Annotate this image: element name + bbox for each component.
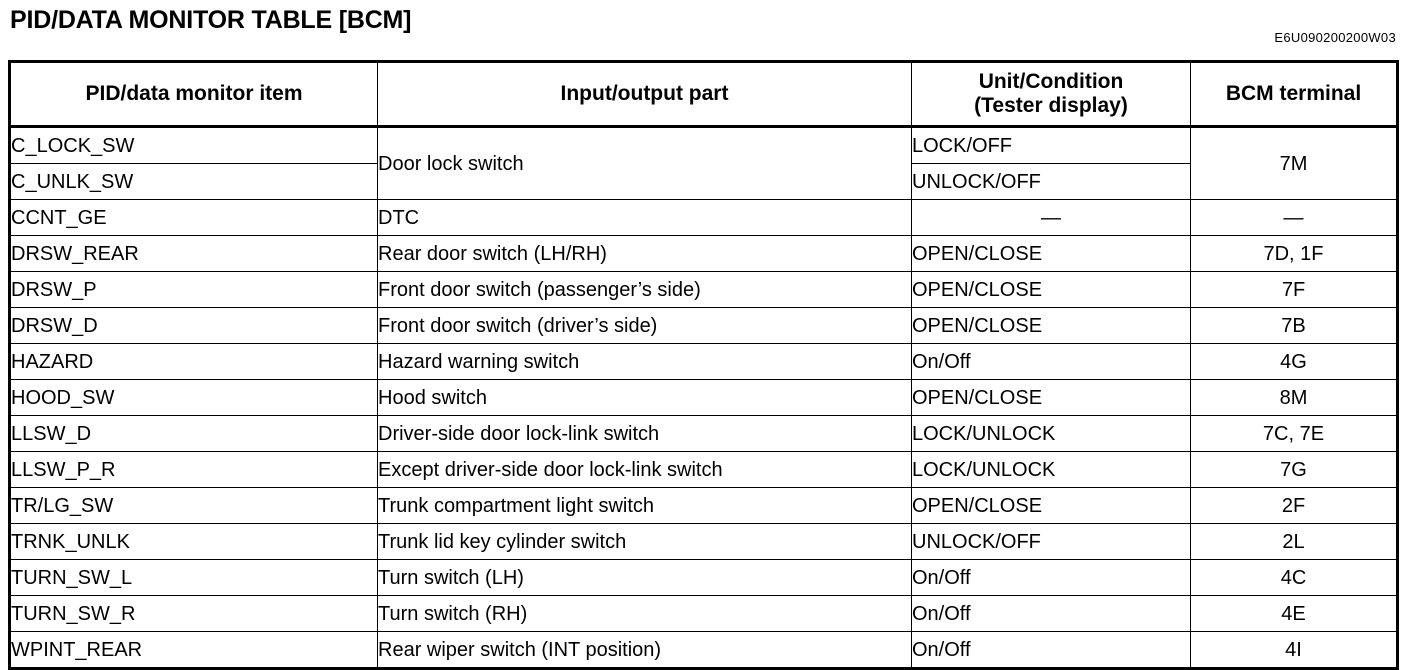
cell-pid-item: TURN_SW_L (9, 559, 378, 596)
cell-pid-item: LLSW_D (9, 415, 378, 452)
cell-bcm-terminal: 2F (1190, 487, 1398, 524)
column-header-unit-condition-line1: Unit/Condition (978, 70, 1124, 93)
cell-pid-item: TRNK_UNLK (9, 523, 378, 560)
page-title: PID/DATA MONITOR TABLE [BCM] (10, 6, 412, 34)
cell-pid-item: C_LOCK_SW (9, 126, 378, 164)
cell-pid-item: C_UNLK_SW (9, 163, 378, 200)
cell-bcm-terminal: 2L (1190, 523, 1398, 560)
cell-pid-item: CCNT_GE (9, 199, 378, 236)
cell-input-output-part: Door lock switch (377, 126, 912, 200)
cell-bcm-terminal: 7D, 1F (1190, 235, 1398, 272)
table-header-row: PID/data monitor item Input/output part … (9, 61, 1398, 128)
cell-unit-condition: LOCK/UNLOCK (911, 451, 1191, 488)
cell-unit-condition: On/Off (911, 595, 1191, 632)
cell-unit-condition: UNLOCK/OFF (911, 163, 1191, 200)
cell-pid-item: DRSW_D (9, 307, 378, 344)
cell-unit-condition: — (911, 199, 1191, 236)
cell-bcm-terminal: — (1190, 199, 1398, 236)
cell-bcm-terminal: 4E (1190, 595, 1398, 632)
cell-input-output-part: Hazard warning switch (377, 343, 912, 380)
cell-unit-condition: LOCK/OFF (911, 126, 1191, 164)
column-header-unit-condition: Unit/Condition (Tester display) (911, 61, 1191, 128)
cell-bcm-terminal: 7M (1190, 126, 1398, 200)
cell-bcm-terminal: 7G (1190, 451, 1398, 488)
cell-input-output-part: Hood switch (377, 379, 912, 416)
cell-bcm-terminal: 4I (1190, 631, 1398, 669)
cell-input-output-part: Trunk compartment light switch (377, 487, 912, 524)
cell-pid-item: DRSW_REAR (9, 235, 378, 272)
column-header-unit-condition-line2: (Tester display) (974, 94, 1128, 117)
cell-input-output-part: DTC (377, 199, 912, 236)
cell-bcm-terminal: 4G (1190, 343, 1398, 380)
cell-pid-item: TR/LG_SW (9, 487, 378, 524)
cell-unit-condition: OPEN/CLOSE (911, 271, 1191, 308)
pid-data-monitor-table: PID/data monitor item Input/output part … (8, 60, 1399, 670)
cell-input-output-part: Except driver-side door lock-link switch (377, 451, 912, 488)
pid-data-monitor-table-wrapper: PID/data monitor item Input/output part … (8, 60, 1399, 670)
table-row: C_UNLK_SW UNLOCK/OFF (9, 163, 1398, 200)
cell-pid-item: DRSW_P (9, 271, 378, 308)
cell-unit-condition: OPEN/CLOSE (911, 235, 1191, 272)
cell-pid-item: LLSW_P_R (9, 451, 378, 488)
cell-unit-condition: LOCK/UNLOCK (911, 415, 1191, 452)
cell-unit-condition: On/Off (911, 343, 1191, 380)
cell-input-output-part: Rear wiper switch (INT position) (377, 631, 912, 669)
cell-unit-condition: OPEN/CLOSE (911, 379, 1191, 416)
cell-bcm-terminal: 7F (1190, 271, 1398, 308)
cell-unit-condition: OPEN/CLOSE (911, 487, 1191, 524)
cell-bcm-terminal: 7B (1190, 307, 1398, 344)
cell-bcm-terminal: 4C (1190, 559, 1398, 596)
cell-unit-condition: OPEN/CLOSE (911, 307, 1191, 344)
cell-input-output-part: Front door switch (driver’s side) (377, 307, 912, 344)
cell-input-output-part: Turn switch (RH) (377, 595, 912, 632)
column-header-input-output-part: Input/output part (377, 61, 912, 128)
column-header-pid-item: PID/data monitor item (9, 61, 378, 128)
cell-input-output-part: Turn switch (LH) (377, 559, 912, 596)
column-header-bcm-terminal: BCM terminal (1190, 61, 1398, 128)
cell-unit-condition: UNLOCK/OFF (911, 523, 1191, 560)
cell-input-output-part: Driver-side door lock-link switch (377, 415, 912, 452)
cell-input-output-part: Rear door switch (LH/RH) (377, 235, 912, 272)
cell-bcm-terminal: 7C, 7E (1190, 415, 1398, 452)
cell-pid-item: HAZARD (9, 343, 378, 380)
cell-unit-condition: On/Off (911, 559, 1191, 596)
cell-pid-item: TURN_SW_R (9, 595, 378, 632)
cell-bcm-terminal: 8M (1190, 379, 1398, 416)
table-header: PID/data monitor item Input/output part … (9, 61, 1398, 128)
cell-pid-item: WPINT_REAR (9, 631, 378, 669)
cell-unit-condition: On/Off (911, 631, 1191, 669)
cell-pid-item: HOOD_SW (9, 379, 378, 416)
cell-input-output-part: Trunk lid key cylinder switch (377, 523, 912, 560)
cell-input-output-part: Front door switch (passenger’s side) (377, 271, 912, 308)
document-reference-code: E6U090200200W03 (1274, 30, 1396, 45)
